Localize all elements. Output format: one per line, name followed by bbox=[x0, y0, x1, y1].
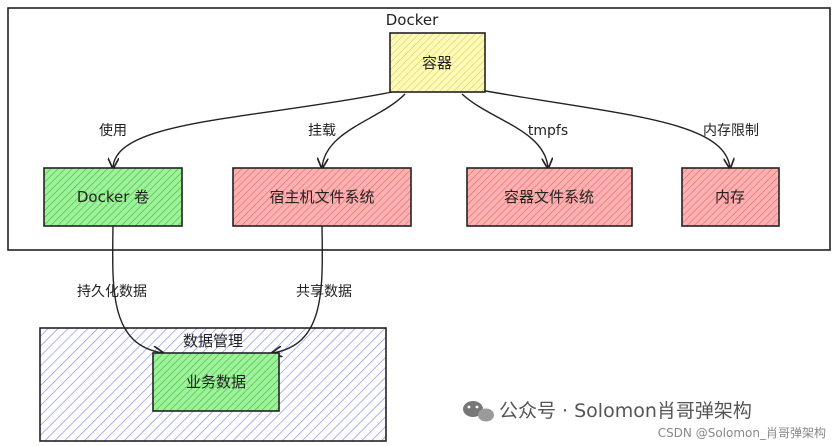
watermark-text: 公众号 · Solomon肖哥弹架构 bbox=[499, 400, 752, 422]
edge-container-to-volume bbox=[113, 91, 393, 168]
edge-label-mount: 挂载 bbox=[308, 123, 336, 139]
node-docker-volume: Docker 卷 bbox=[43, 167, 183, 227]
edge-labels: 使用 挂载 tmpfs 内存限制 持久化数据 共享数据 bbox=[77, 122, 759, 300]
node-host-filesystem: 宿主机文件系统 bbox=[232, 167, 412, 227]
docker-frame: Docker bbox=[7, 7, 831, 251]
edge-volume-to-business bbox=[111, 225, 163, 353]
node-business-data: 业务数据 bbox=[152, 352, 280, 412]
node-container-label: 容器 bbox=[422, 54, 452, 72]
node-business-data-label: 业务数据 bbox=[186, 373, 246, 391]
edge-label-share: 共享数据 bbox=[296, 283, 352, 300]
node-container-filesystem-label: 容器文件系统 bbox=[504, 188, 594, 206]
edge-label-persist: 持久化数据 bbox=[77, 284, 147, 300]
edge-label-memory-limit: 内存限制 bbox=[703, 123, 759, 139]
wechat-icon bbox=[463, 401, 494, 422]
edge-label-use: 使用 bbox=[99, 122, 127, 139]
node-container-filesystem: 容器文件系统 bbox=[466, 167, 633, 227]
docker-frame-label: Docker bbox=[386, 11, 439, 29]
edge-hostfs-to-business bbox=[272, 225, 324, 353]
node-memory: 内存 bbox=[681, 167, 780, 227]
edge-container-to-containerfs bbox=[461, 93, 548, 168]
node-memory-label: 内存 bbox=[715, 188, 745, 206]
edges bbox=[111, 89, 730, 353]
node-docker-volume-label: Docker 卷 bbox=[77, 188, 149, 206]
edge-label-tmpfs: tmpfs bbox=[528, 123, 568, 139]
data-management-label: 数据管理 bbox=[183, 332, 243, 350]
csdn-credit: CSDN @Solomon_肖哥弹架构 bbox=[658, 425, 826, 440]
watermark: 公众号 · Solomon肖哥弹架构 bbox=[463, 400, 752, 422]
edge-container-to-hostfs bbox=[322, 93, 406, 168]
node-host-filesystem-label: 宿主机文件系统 bbox=[269, 188, 374, 206]
node-container: 容器 bbox=[389, 32, 486, 93]
edge-container-to-memory bbox=[479, 89, 730, 168]
